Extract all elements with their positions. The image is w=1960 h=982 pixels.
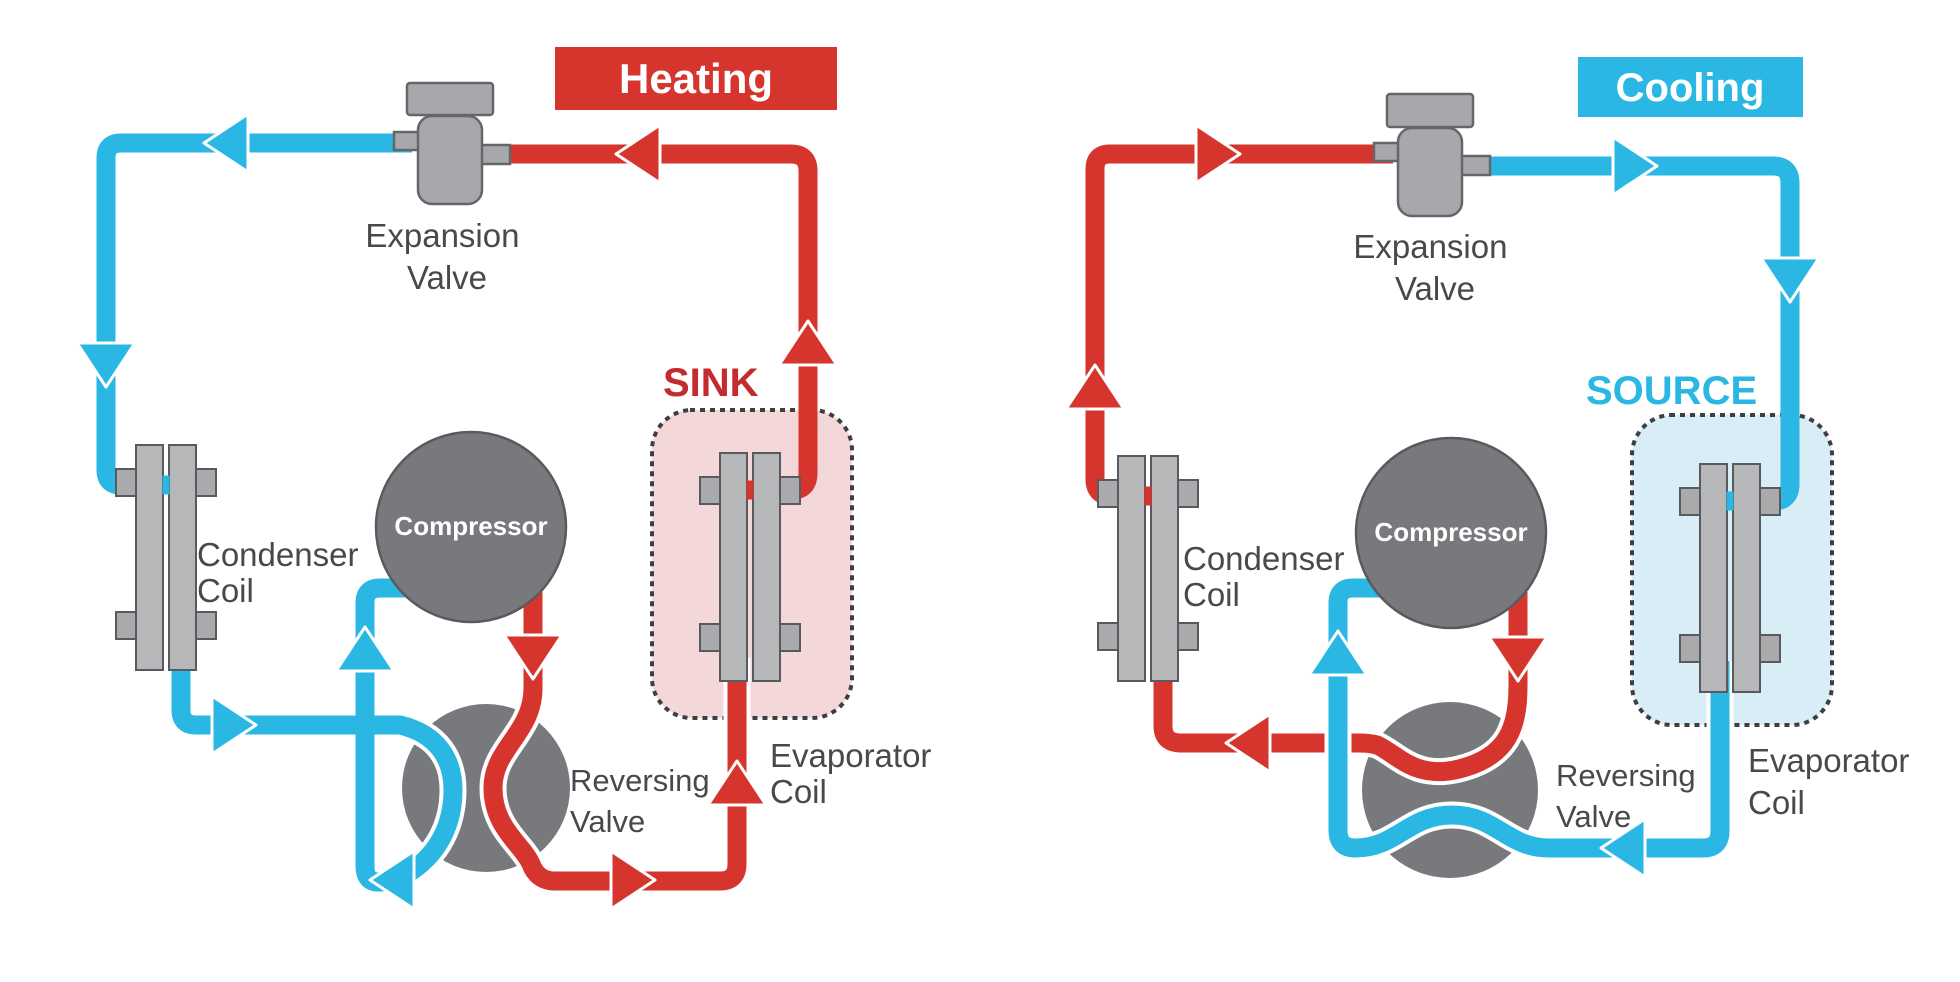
coil-plate xyxy=(1150,455,1179,682)
coil-nub xyxy=(1679,634,1701,663)
coil-plate xyxy=(168,444,197,671)
evaporator-coil xyxy=(699,452,801,682)
coil-plate xyxy=(719,452,748,682)
flow-arrow-icon xyxy=(609,849,657,911)
flow-arrow-icon xyxy=(1194,123,1242,185)
compressor-body xyxy=(374,430,568,624)
cooling-badge-label: Cooling xyxy=(1616,66,1765,110)
valve-cap xyxy=(1385,92,1475,129)
flow-arrow-icon xyxy=(502,633,564,681)
coil-nub xyxy=(699,476,721,505)
coil-nub xyxy=(1097,479,1119,508)
reversing-valve-label: Reversing Valve xyxy=(570,763,718,839)
flow-arrow-icon xyxy=(1759,256,1821,304)
flow-arrow-icon xyxy=(614,123,662,185)
expansion-valve-label: Expansion Valve xyxy=(365,217,528,296)
coil-plate xyxy=(1699,463,1728,693)
coil-nub xyxy=(115,468,137,497)
pipe-hot-condenser-to-valve xyxy=(1085,144,1393,506)
expansion-valve-label: Expansion Valve xyxy=(1353,228,1516,307)
flow-arrow-icon xyxy=(210,694,258,756)
coil-nub xyxy=(1097,622,1119,651)
compressor-label: Compressor xyxy=(1374,517,1527,547)
reversing-valve-label: Reversing Valve xyxy=(1556,758,1704,834)
coil-nub xyxy=(1759,487,1781,516)
flow-arrow-icon xyxy=(1611,135,1659,197)
heating-diagram: Heating SINK Expansion Valve Condenser C… xyxy=(75,47,941,911)
heating-badge xyxy=(555,47,837,110)
coil-pipe-stub xyxy=(1726,491,1734,511)
pipe-cold-condenser-to-compressor xyxy=(171,578,463,892)
coil-plate xyxy=(135,444,164,671)
cooling-badge xyxy=(1578,57,1803,117)
coil-nub xyxy=(1177,622,1199,651)
evaporator-coil-label: Evaporator Coil xyxy=(1748,742,1919,821)
coil-nub xyxy=(1759,634,1781,663)
pipe-hot-compressor-to-evaporator xyxy=(483,590,747,891)
condenser-coil-label: Condenser Coil xyxy=(1183,540,1354,613)
condenser-coil xyxy=(115,444,217,671)
flow-arrow-icon xyxy=(777,319,839,367)
compressor-body xyxy=(1354,436,1548,630)
coil-nub xyxy=(195,611,217,640)
source-label: SOURCE xyxy=(1586,369,1757,413)
flow-arrow-icon xyxy=(1307,629,1369,677)
flow-arrow-icon xyxy=(1064,363,1126,411)
coil-nub xyxy=(779,623,801,652)
coil-nub xyxy=(1679,487,1701,516)
valve-body xyxy=(416,114,484,206)
coil-nub xyxy=(195,468,217,497)
coil-plate xyxy=(1117,455,1146,682)
coil-pipe-stub xyxy=(1144,486,1152,506)
pipe-hot-compressor-to-condenser xyxy=(1153,592,1528,782)
flow-arrow-icon xyxy=(334,625,396,673)
evaporator-coil xyxy=(1679,463,1781,693)
flow-arrow-icon xyxy=(202,112,250,174)
coil-nub xyxy=(699,623,721,652)
condenser-coil xyxy=(1097,455,1199,682)
coil-pipe-stub xyxy=(746,480,754,500)
coil-nub xyxy=(115,611,137,640)
cooling-diagram: Cooling SOURCE Expansion Valve Condenser… xyxy=(1064,57,1919,879)
valve-cap xyxy=(405,81,495,117)
expansion-valve xyxy=(1372,92,1492,218)
pipe-cold-evaporator-to-compressor xyxy=(1328,578,1730,858)
compressor-label: Compressor xyxy=(394,511,547,541)
pipe-cold-valve-to-condenser xyxy=(96,133,412,495)
flow-arrow-icon xyxy=(1224,712,1272,774)
condenser-coil-label: Condenser Coil xyxy=(197,536,368,609)
evaporator-coil-label: Evaporator Coil xyxy=(770,737,941,810)
valve-body xyxy=(1396,126,1464,218)
coil-nub xyxy=(1177,479,1199,508)
coil-plate xyxy=(1732,463,1761,693)
coil-plate xyxy=(752,452,781,682)
expansion-valve xyxy=(392,81,512,206)
flow-arrow-icon xyxy=(1487,635,1549,683)
coil-nub xyxy=(779,476,801,505)
heating-badge-label: Heating xyxy=(619,55,773,102)
coil-pipe-stub xyxy=(162,475,170,495)
flow-arrow-icon xyxy=(75,341,137,389)
sink-label: SINK xyxy=(663,361,759,405)
